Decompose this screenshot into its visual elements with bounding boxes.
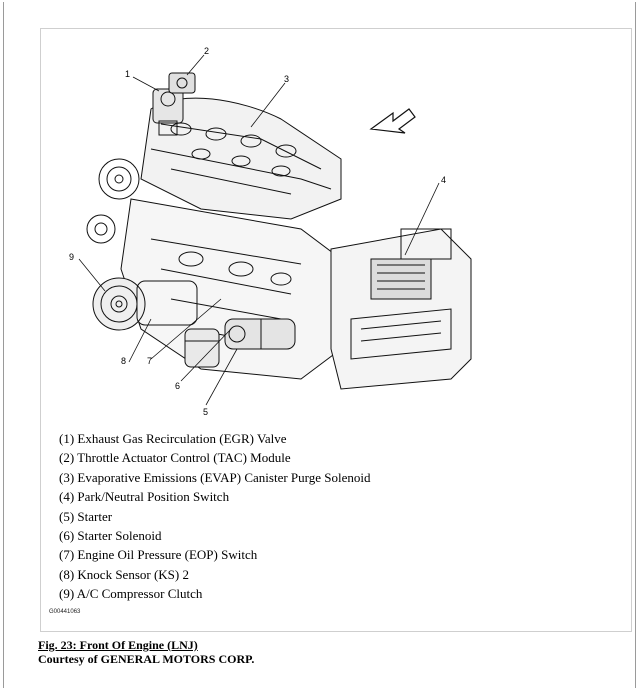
legend-item: (9) A/C Compressor Clutch — [59, 586, 203, 602]
callout-6: 6 — [175, 381, 181, 391]
legend-item: (7) Engine Oil Pressure (EOP) Switch — [59, 547, 258, 563]
callout-5: 5 — [203, 407, 209, 417]
page-frame — [3, 2, 636, 688]
legend-item: (6) Starter Solenoid — [59, 527, 162, 543]
callout-2: 2 — [204, 46, 210, 56]
callout-1: 1 — [125, 69, 131, 79]
direction-arrow-icon — [369, 108, 416, 134]
callout-7: 7 — [147, 356, 153, 366]
figure-credit: Courtesy of GENERAL MOTORS CORP. — [38, 652, 255, 666]
component-legend: (1) Exhaust Gas Recirculation (EGR) Valv… — [59, 429, 371, 604]
legend-item: (8) Knock Sensor (KS) 2 — [59, 566, 189, 582]
oil-filter — [184, 328, 220, 368]
legend-item: (5) Starter — [59, 508, 113, 524]
legend-item: (4) Park/Neutral Position Switch — [59, 489, 230, 505]
callout-9: 9 — [69, 252, 75, 262]
transaxle — [330, 228, 472, 390]
starter — [224, 318, 296, 350]
upper-engine — [140, 97, 342, 220]
legend-item: (3) Evaporative Emissions (EVAP) Caniste… — [59, 469, 371, 485]
leader-lines — [78, 54, 440, 406]
legend-item: (1) Exhaust Gas Recirculation (EGR) Valv… — [59, 431, 287, 446]
engine-figure: 1 2 3 4 5 6 7 8 9 (1) Exhaust Gas Recirc… — [40, 28, 632, 632]
tac-module — [168, 72, 196, 94]
callout-4: 4 — [441, 175, 447, 185]
figure-code: G00441063 — [49, 609, 81, 615]
engine-block — [120, 198, 342, 380]
ac-compressor — [92, 277, 198, 331]
egr-valve — [152, 88, 184, 136]
callout-3: 3 — [284, 74, 290, 84]
engine-illustration — [78, 54, 472, 406]
callout-8: 8 — [121, 356, 127, 366]
figure-caption: Fig. 23: Front Of Engine (LNJ) — [38, 638, 198, 652]
front-pulleys — [86, 158, 140, 244]
legend-item: (2) Throttle Actuator Control (TAC) Modu… — [59, 450, 291, 466]
